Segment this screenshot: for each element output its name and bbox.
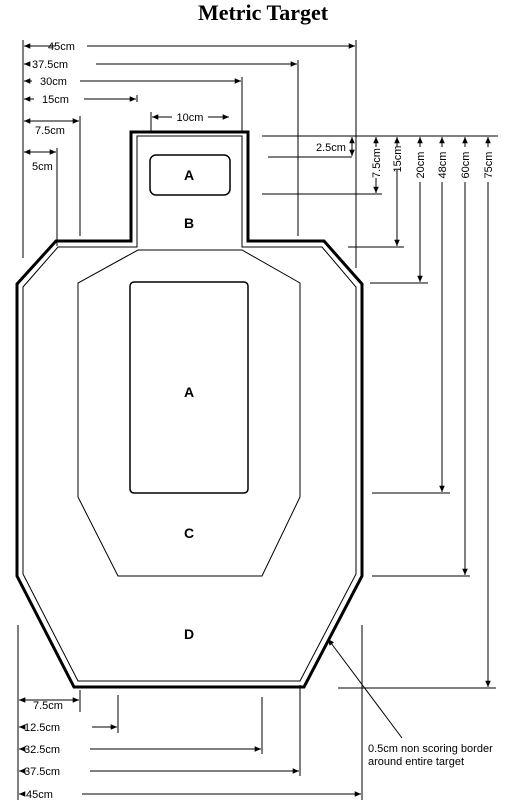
dim-label-right-15cm: 15cm [392,146,404,173]
dim-label-top-45cm: 45cm [48,41,75,53]
dim-label-bottom-7-5cm: 7.5cm [33,700,63,712]
zone-label-d: D [184,626,194,642]
zone-label-c: C [184,525,194,541]
dim-label-top-15cm: 15cm [42,94,69,106]
dim-label-bottom-37-5cm: 37.5cm [24,766,60,778]
dim-label-top-7-5cm: 7.5cm [35,125,65,137]
right-dimensions [262,135,498,689]
dim-label-head-10cm: 10cm [177,112,204,124]
zone-label-head-a: A [184,167,194,183]
zone-label-head-b: B [184,215,194,231]
body-a-zone [129,281,249,494]
dim-label-bottom-12-5cm: 12.5cm [24,722,60,734]
c-zone [77,249,301,577]
dim-label-top-5cm: 5cm [32,161,53,173]
zone-label-body-a: A [184,384,194,400]
dim-label-right-7-5cm: 7.5cm [371,148,383,178]
dim-label-right-48cm: 48cm [437,152,449,179]
dim-label-right-75cm: 75cm [483,152,495,179]
border-note-leader [327,638,403,739]
bottom-dimensions [17,625,363,800]
dim-label-top-30cm: 30cm [40,76,67,88]
diagram-title: Metric Target [198,0,329,25]
border-note-line2: around entire target [368,756,464,768]
dim-label-bottom-32-5cm: 32.5cm [24,744,60,756]
dim-label-right-60cm: 60cm [460,152,472,179]
dim-label-right-2-5cm: 2.5cm [316,142,346,154]
target-outline [15,130,364,689]
dim-label-bottom-45cm: 45cm [26,789,53,801]
dim-label-top-37-5cm: 37.5cm [32,59,68,71]
top-dimensions [22,40,357,268]
border-note-line1: 0.5cm non scoring border [368,743,493,755]
head-a-zone [149,154,231,196]
dim-label-right-20cm: 20cm [415,152,427,179]
